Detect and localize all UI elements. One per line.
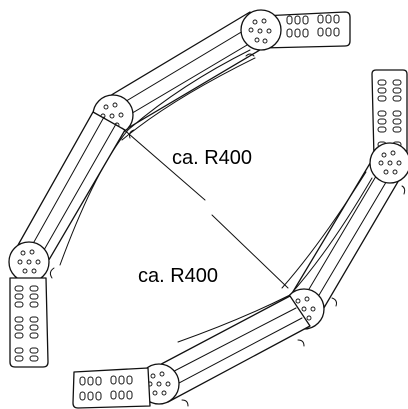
lower-right-connector (371, 69, 408, 159)
upper-top-connector (261, 11, 351, 49)
upper-top-connector-slots (286, 14, 340, 38)
lower-right-hinge-plate (369, 142, 408, 184)
upper-top-hinge-plate (240, 9, 282, 51)
lower-bottom-connector (72, 367, 151, 409)
lower-radius-label: ca. R400 (138, 265, 218, 287)
upper-hook-tab-3 (49, 267, 55, 279)
upper-hook-tab-1 (245, 53, 255, 57)
upper-lower-hinge-plate (8, 241, 50, 283)
lower-radius-leader-line (211, 214, 289, 289)
lower-right-connector-slots (377, 79, 402, 148)
upper-curved-web (59, 49, 251, 266)
upper-bend-assembly (8, 9, 351, 368)
lower-hook-tab-2 (331, 297, 337, 307)
lower-hook-tab-1 (401, 185, 406, 195)
upper-radius-label: ca. R400 (172, 147, 252, 169)
lower-hook-tab-3 (297, 339, 305, 347)
lower-hook-tab-4 (181, 399, 189, 407)
lower-bottom-connector-slots (79, 375, 133, 401)
upper-bottom-connector-slots (14, 285, 39, 362)
upper-radius-leader-line (121, 127, 206, 201)
upper-bottom-connector (9, 277, 49, 368)
lower-bend-assembly (72, 69, 408, 409)
